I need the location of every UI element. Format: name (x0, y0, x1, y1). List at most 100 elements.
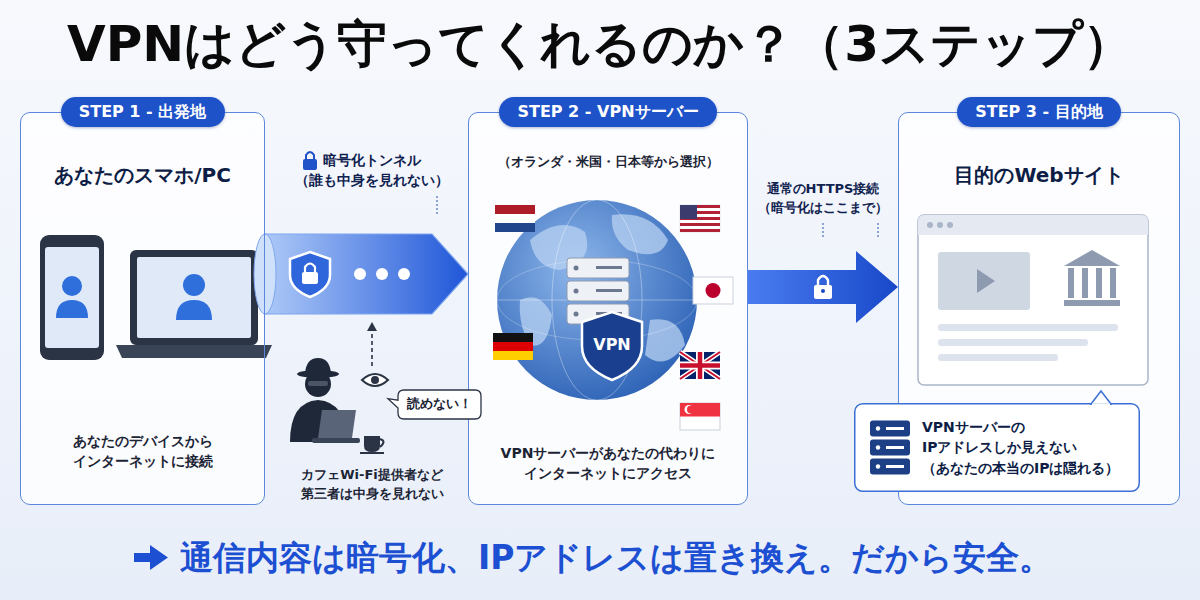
browser-window (937, 222, 943, 228)
panel-heading: 目的のWebサイト (954, 161, 1123, 190)
flag-netherlands (495, 205, 535, 232)
laptop-icon (116, 345, 272, 358)
step-label: STEP 2 - VPNサーバー (517, 100, 698, 123)
node-shape (876, 426, 880, 430)
node-shape (886, 427, 904, 430)
connector-arrow (748, 251, 898, 323)
server-stack (596, 266, 622, 269)
text-line: IPアドレスしか見えない (922, 437, 1119, 457)
panel-fill (20, 112, 265, 505)
browser-window (938, 324, 1118, 361)
browser-window (947, 222, 953, 228)
flag-singapore (680, 403, 720, 430)
browser-window (977, 269, 995, 293)
browser-window (938, 252, 1030, 310)
text-line: 読めない！ (407, 395, 472, 414)
browser-window (1068, 268, 1074, 298)
node-shape (870, 440, 910, 456)
text-line: 目的のWebサイト (954, 161, 1123, 190)
node-shape (886, 446, 904, 449)
browser-window (938, 354, 1058, 361)
text-line: STEP 1 - 出発地 (79, 100, 207, 123)
text-line: インターネットに接続 (73, 451, 213, 471)
flag-usa (680, 205, 720, 232)
text-line: STEP 3 - 目的地 (975, 100, 1103, 123)
step-badge: STEP 2 - VPNサーバー (499, 97, 717, 127)
bubble-text: 読めない！ (407, 395, 472, 414)
flag-usa (680, 229, 720, 232)
node-shape (1091, 391, 1111, 404)
flag-uk (680, 352, 720, 379)
node-shape (876, 445, 880, 449)
flag-usa (680, 205, 697, 219)
caption-arrow (134, 545, 168, 570)
tunnel-shield (290, 252, 330, 297)
flag-germany (493, 333, 533, 360)
panel-subheading: （オランダ・米国・日本等から選択） (498, 153, 719, 172)
panel-fill (468, 112, 748, 505)
flag-singapore (680, 403, 720, 417)
flag-germany (493, 333, 533, 342)
step-label: STEP 3 - 目的地 (975, 100, 1103, 123)
coffee-cup (364, 436, 380, 452)
panel-heading: あなたのスマホ/PC (54, 161, 231, 190)
globe (612, 214, 668, 254)
server-stack (596, 289, 622, 292)
smartphone-icon (40, 235, 104, 360)
title: VPNはどう守ってくれるのか？（3ステップ） (67, 14, 1133, 74)
flag-germany (493, 351, 533, 360)
node-shape (855, 404, 1140, 492)
hacker-figure (290, 358, 360, 443)
flag-netherlands (495, 214, 535, 223)
node-shape (388, 390, 481, 419)
eye-icon (362, 374, 388, 386)
laptop-icon (130, 250, 258, 345)
text-line: （オランダ・米国・日本等から選択） (498, 153, 719, 172)
laptop-icon (176, 300, 212, 320)
text-line: カフェWi-Fi提供者など (301, 466, 444, 485)
tunnel-shield (302, 272, 318, 284)
browser-window (927, 222, 933, 228)
server-stack (574, 312, 579, 317)
text-line: （誰も中身を見れない） (295, 170, 449, 190)
node-shape (1092, 403, 1110, 406)
globe (645, 319, 685, 361)
text-line: インターネットにアクセス (501, 463, 716, 483)
flag-singapore (687, 406, 695, 414)
data-dots (354, 268, 410, 280)
leader-line (436, 196, 437, 214)
node-shape (876, 464, 880, 468)
text-line: VPNサーバーがあなたの代わりに (501, 443, 716, 463)
flag-japan (693, 277, 733, 304)
lock-icon (821, 289, 825, 293)
speech-bubble: 読めない！ (398, 390, 481, 419)
coffee-cup (360, 452, 384, 454)
leader-line (877, 223, 878, 238)
coffee-cup (360, 436, 384, 454)
watch-arrow (367, 322, 377, 331)
flag-singapore (680, 403, 720, 430)
browser-window (938, 339, 1088, 346)
encrypted-tunnel (254, 234, 468, 314)
server-stack (567, 258, 629, 278)
lock-icon (814, 285, 832, 299)
edge-label: 暗号化トンネル （誰も中身を見れない） (295, 150, 449, 191)
smartphone-icon (56, 300, 88, 318)
server-stack (574, 266, 623, 317)
tunnel-shield (290, 252, 330, 297)
lock-icon (303, 159, 317, 170)
server-stack (574, 266, 579, 271)
smartphone-icon (45, 247, 99, 348)
flag-uk (680, 352, 720, 379)
flag-uk (680, 352, 720, 379)
hacker-figure (308, 381, 328, 386)
watch-arrow (367, 322, 377, 366)
flag-japan (693, 277, 733, 304)
shield-label: VPN (593, 333, 631, 356)
coffee-cup (380, 439, 384, 447)
panel-note: VPNサーバーがあなたの代わりに インターネットにアクセス (501, 443, 716, 484)
laptop-icon (137, 257, 251, 338)
